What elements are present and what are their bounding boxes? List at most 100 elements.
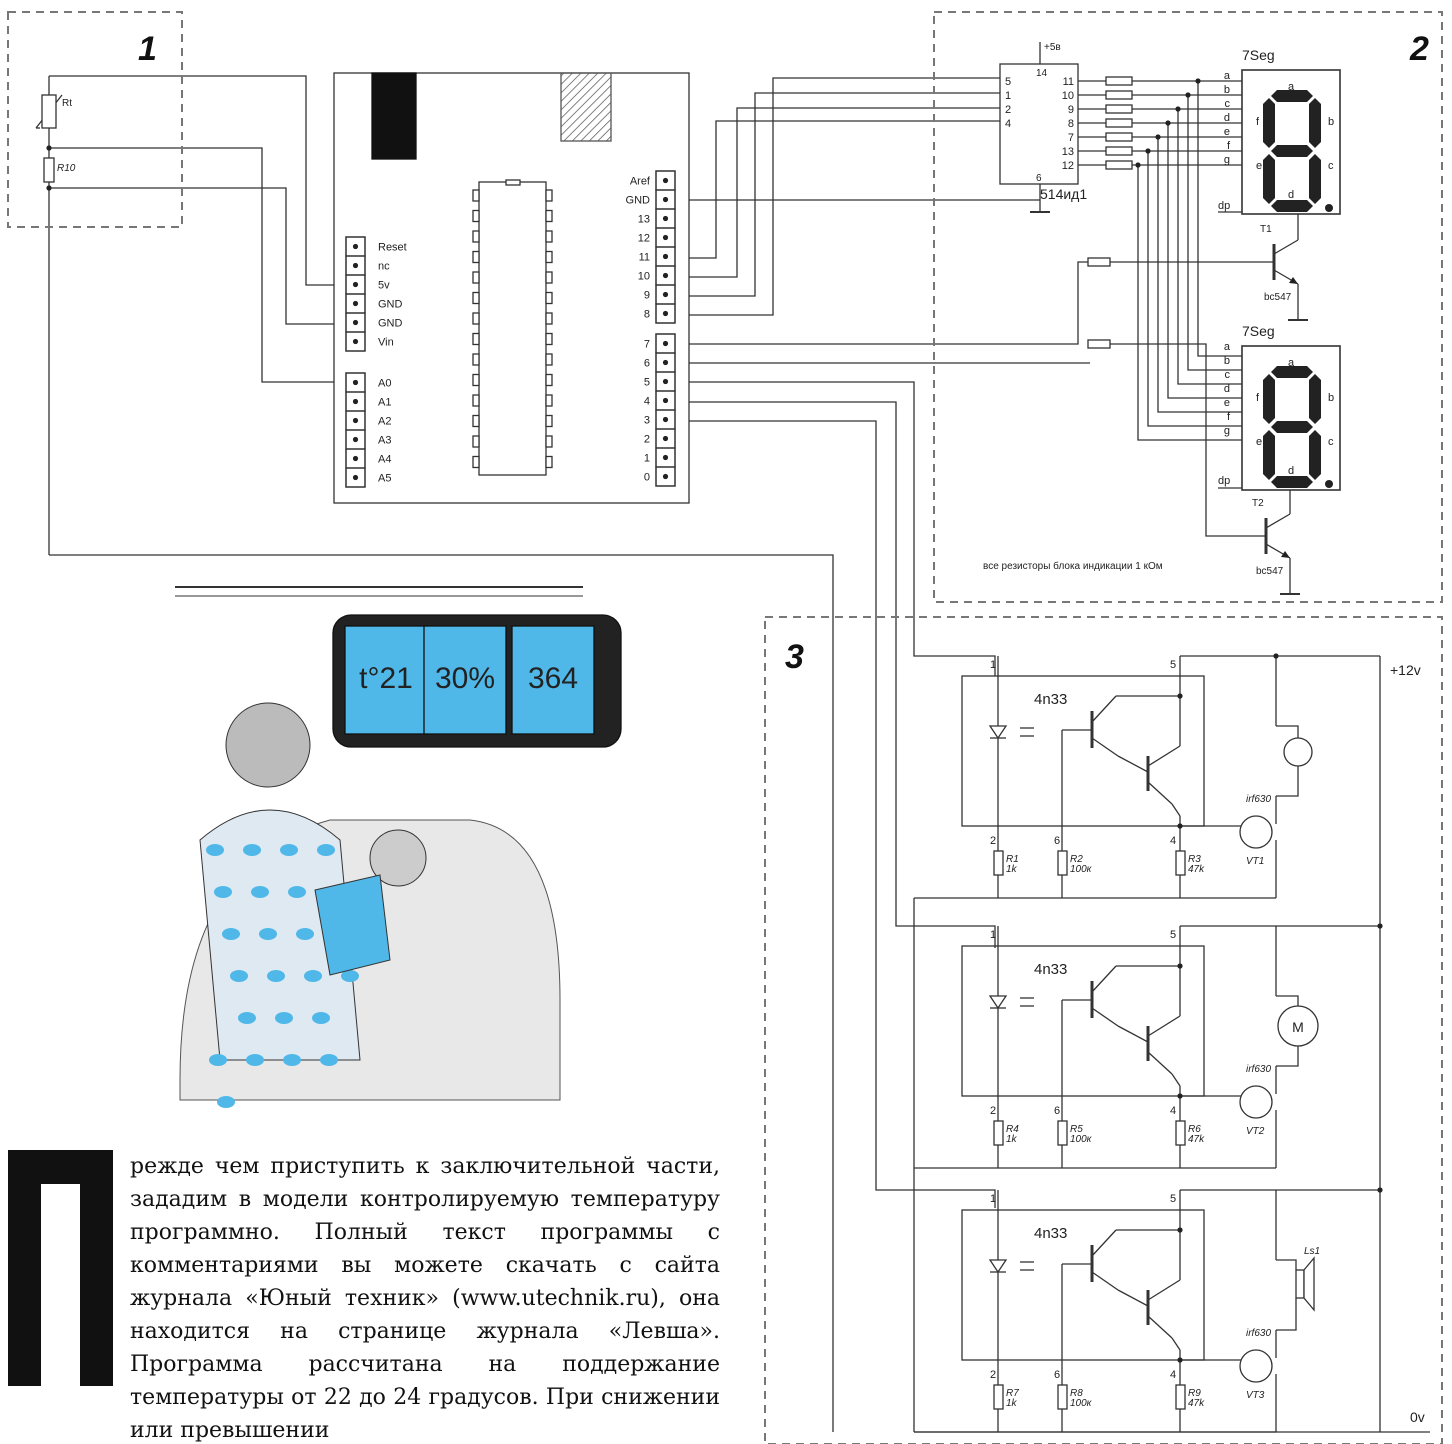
digital-top-pin-dot [662, 215, 669, 222]
rail-12v-label: +12v [1390, 662, 1421, 678]
thermistor-rt [41, 94, 57, 129]
power-pin-dot [352, 300, 359, 307]
seg-pin-label: d [1224, 383, 1230, 395]
dress-spot [246, 1054, 264, 1066]
usb-connector [371, 72, 417, 160]
transistor-t1-arrow [1289, 277, 1298, 284]
analog-pin-dot [352, 379, 359, 386]
wire-seg-bus [1187, 95, 1242, 371]
digital-top-pin-dot [662, 291, 669, 298]
seg-pin-label: g [1224, 425, 1230, 437]
wire [1110, 343, 1266, 537]
section-3-border [764, 616, 1443, 1444]
chip-pin [545, 353, 553, 366]
panel-reading: t°21 [359, 662, 413, 695]
junction-dot [1177, 963, 1183, 969]
digital-top-pin-label: 13 [638, 214, 650, 226]
wire-seg-bus [1197, 81, 1242, 357]
resistor-mid-label: R5 [1070, 1124, 1083, 1135]
seg-pin-label: g [1224, 154, 1230, 166]
resistor-1k [1105, 146, 1133, 156]
wire [1276, 725, 1299, 738]
wire-d10 [675, 107, 1006, 278]
digital-top-pin-label: 9 [644, 290, 650, 302]
resistor-right-value: 47k [1188, 1134, 1205, 1145]
chip-out-pin-label: 13 [1062, 146, 1074, 158]
digital-top-pin-dot [662, 272, 669, 279]
resistor-mid-value: 100к [1070, 864, 1093, 875]
digital-top-pin-dot [662, 253, 669, 260]
seven-seg-2-segment [1271, 366, 1313, 378]
wire [1147, 1279, 1181, 1301]
resistor-1k [1105, 76, 1133, 86]
seven-seg-2-dp-dot [1325, 480, 1333, 488]
seven-seg-2-seg-letter: g [1288, 420, 1294, 432]
seven-seg-1-segment [1309, 154, 1321, 204]
seg-pin-label: a [1224, 70, 1231, 82]
chip-in-pin-label: 5 [1005, 76, 1011, 88]
wire [1117, 1025, 1149, 1043]
power-pin-dot [352, 281, 359, 288]
dress-spot [243, 844, 261, 856]
optocoupler-box [961, 945, 1205, 1097]
thermistor-label: Rt [62, 98, 72, 109]
chip-pin [472, 455, 480, 469]
digital-bottom-pin-label: 5 [644, 377, 650, 389]
seven-seg-1-segment [1263, 154, 1275, 204]
dress-spot [304, 970, 322, 982]
resistor-right [1175, 850, 1186, 876]
digital-bottom-pin-label: 3 [644, 415, 650, 427]
seven-seg-2-seg-letter: c [1328, 436, 1334, 448]
digital-top-pin-label: 12 [638, 233, 650, 245]
junction-dot [1377, 923, 1383, 929]
junction-dot [46, 185, 52, 191]
chip-pin [472, 230, 480, 243]
mosfet-body [1239, 1085, 1273, 1119]
resistor-right-value: 47k [1188, 1398, 1205, 1409]
woman-dress [199, 809, 361, 1061]
section-2-border [933, 11, 1443, 603]
wire [1276, 995, 1299, 1006]
dress-spot [222, 928, 240, 940]
resistor-1k [1087, 339, 1111, 349]
digital-bottom-pin-dot [662, 435, 669, 442]
wire [1117, 1289, 1149, 1307]
panel-screen [423, 625, 507, 735]
seven-seg-1-segment [1271, 90, 1313, 102]
seven-seg-2-segment [1271, 421, 1313, 433]
junction-dot [1177, 823, 1183, 829]
chip-pin [472, 250, 480, 264]
analog-pin-label: A1 [378, 397, 391, 409]
resistor-left-value: 1k [1006, 864, 1018, 875]
analog-pin-label: A0 [378, 378, 391, 390]
wire [1147, 1051, 1173, 1075]
optocoupler-box [961, 675, 1205, 827]
chip-out-pin-label: 11 [1063, 76, 1074, 88]
transistor-t2-type-label: bc547 [1256, 566, 1284, 577]
resistor-left [993, 1120, 1004, 1146]
chip-pin [545, 230, 553, 243]
digital-bottom-pin-label: 4 [644, 396, 650, 408]
seg-pin-label: b [1224, 84, 1230, 96]
resistor-mid-label: R8 [1070, 1388, 1083, 1399]
seven-seg-1-seg-letter: b [1328, 116, 1334, 128]
chip-in-pin-label: 1 [1005, 90, 1011, 102]
wire [1147, 781, 1173, 805]
wire-a0 [49, 147, 355, 383]
dress-spot [267, 970, 285, 982]
seven-seg-1-segment [1309, 98, 1321, 148]
digital-top-pin-label: 8 [644, 309, 650, 321]
microcontroller-chip [478, 181, 547, 476]
digital-top-pin-label: 11 [639, 252, 650, 264]
wire [1117, 755, 1149, 773]
digital-bottom-pin-dot [662, 454, 669, 461]
resistor-1k [1105, 90, 1133, 100]
seven-seg-1-seg-letter: c [1328, 160, 1334, 172]
power-pin-label: 5v [378, 280, 390, 292]
seven-seg-2-segment [1271, 476, 1313, 488]
seven-seg-1-dp-dot [1325, 204, 1333, 212]
dress-spot [238, 1012, 256, 1024]
led-diode [988, 995, 1008, 1010]
analog-pin-dot [352, 398, 359, 405]
dress-spot [296, 928, 314, 940]
